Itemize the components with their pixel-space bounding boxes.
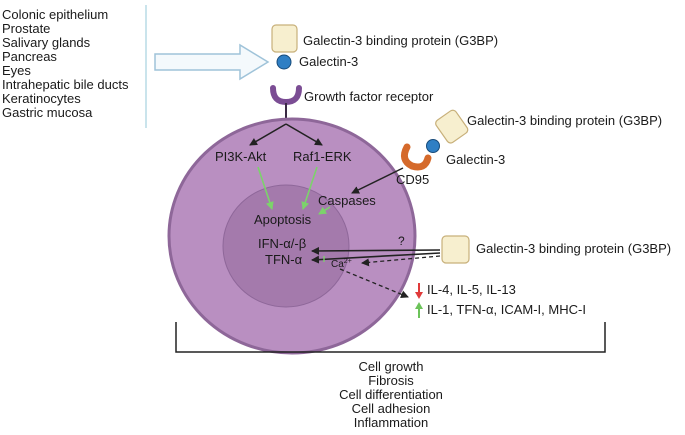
tissue-item: Prostate <box>2 21 50 36</box>
growth-factor-receptor-label: Growth factor receptor <box>304 89 434 104</box>
growth-factor-receptor-icon <box>270 85 302 106</box>
g3bp-right-label: Galectin-3 binding protein (G3BP) <box>476 241 671 256</box>
outcome-bracket <box>175 322 606 353</box>
outcome-item: Cell differentiation <box>339 387 443 402</box>
hollow-arrow-icon <box>154 43 270 81</box>
tissue-item: Intrahepatic bile ducts <box>2 77 129 92</box>
galectin-3-cd95-label: Galectin-3 <box>446 152 505 167</box>
tissue-list: Colonic epithelium Prostate Salivary gla… <box>2 7 129 120</box>
cell-nucleus <box>222 184 350 308</box>
cd95-label: CD95 <box>396 172 429 187</box>
tissue-item: Colonic epithelium <box>2 7 108 22</box>
ifn-label: IFN-α/-β <box>258 236 306 251</box>
galectin-3-icon <box>426 139 440 153</box>
cd95-receptor-icon <box>400 143 432 171</box>
arrow-cd95-caspases <box>351 167 404 194</box>
tfn-label: TFN-α <box>265 252 303 267</box>
g3bp-square-icon <box>435 109 469 144</box>
dashed-arrow-cytokines <box>339 268 409 299</box>
green-arrow-caspases <box>318 206 331 215</box>
pi3k-akt-label: PI3K-Akt <box>215 149 267 164</box>
tissue-item: Pancreas <box>2 49 57 64</box>
outcome-item: Fibrosis <box>368 373 414 388</box>
arrow-g3bp-tfn <box>311 252 441 264</box>
tissue-item: Eyes <box>2 63 31 78</box>
up-cytokines-label: IL-1, TFN-α, ICAM-I, MHC-I <box>427 302 586 317</box>
green-arrow-raf1 <box>301 166 318 210</box>
apoptosis-label: Apoptosis <box>254 212 312 227</box>
arrow-g3bp-ifn <box>311 246 441 255</box>
cd95-complex <box>400 109 469 171</box>
tissue-item: Gastric mucosa <box>2 105 93 120</box>
raf1-erk-label: Raf1-ERK <box>293 149 352 164</box>
outcome-list: Cell growth Fibrosis Cell differentiatio… <box>339 359 443 430</box>
up-arrow-icon <box>415 302 423 318</box>
arrow-to-raf1 <box>285 123 323 146</box>
g3bp-square-icon <box>271 24 298 53</box>
calcium-label: Ca2+ <box>331 258 352 270</box>
outcome-item: Cell adhesion <box>352 401 431 416</box>
dashed-arrow-calcium <box>361 255 441 267</box>
outcome-item: Cell growth <box>358 359 423 374</box>
down-cytokines-label: IL-4, IL-5, IL-13 <box>427 282 516 297</box>
outcome-item: Inflammation <box>354 415 428 430</box>
green-arrow-pi3k <box>257 166 274 210</box>
tissue-item: Keratinocytes <box>2 91 81 106</box>
down-arrow-icon <box>415 283 423 299</box>
g3bp-cd95-label: Galectin-3 binding protein (G3BP) <box>467 113 662 128</box>
galectin-3-icon <box>276 54 292 70</box>
g3bp-square-icon <box>441 235 470 264</box>
question-mark: ? <box>398 234 405 248</box>
galectin-3-top-label: Galectin-3 <box>299 54 358 69</box>
arrow-to-pi3k <box>249 123 287 146</box>
g3bp-top-label: Galectin-3 binding protein (G3BP) <box>303 33 498 48</box>
caspases-label: Caspases <box>318 193 376 208</box>
tissue-item: Salivary glands <box>2 35 91 50</box>
